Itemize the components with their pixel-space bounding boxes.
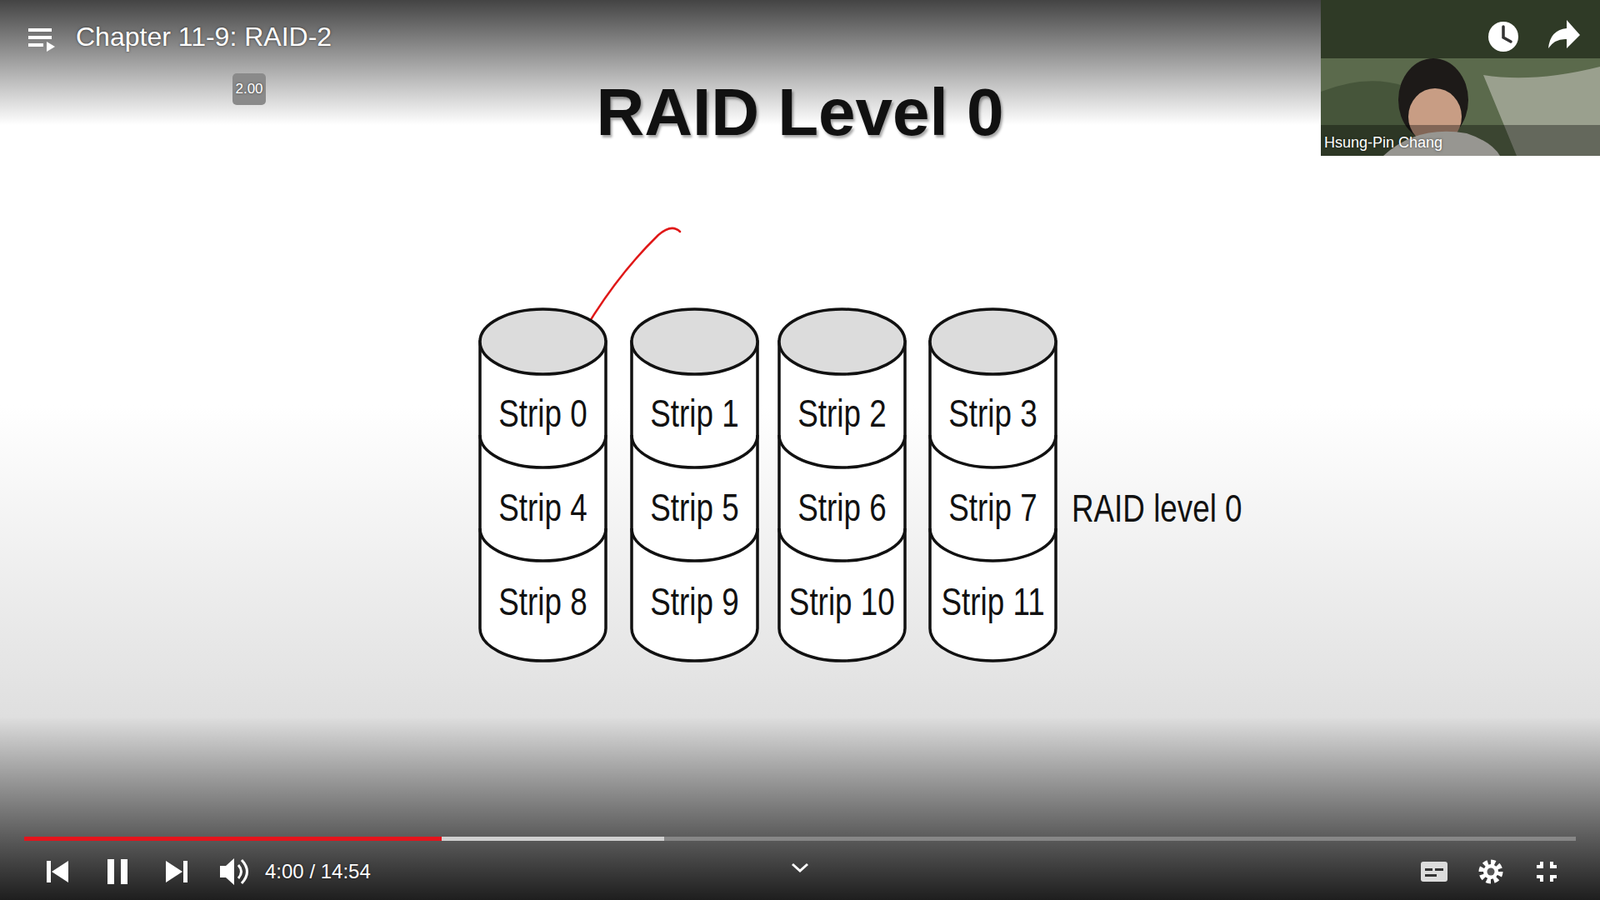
strip-label: Strip 9	[650, 579, 739, 625]
strip-seam	[930, 435, 1056, 468]
strip-label: Strip 8	[498, 579, 587, 625]
strip-label: Strip 10	[789, 579, 895, 625]
strip-cell: Strip 6	[779, 478, 905, 537]
disk-top	[779, 309, 905, 375]
strip-cell: Strip 10	[779, 572, 905, 631]
strip-seam	[480, 528, 606, 561]
disk-cylinder	[631, 309, 758, 661]
share-icon	[1548, 20, 1580, 49]
strip-label: Strip 11	[940, 579, 1045, 625]
strip-label: Strip 1	[650, 390, 739, 436]
progress-track	[24, 836, 1576, 841]
disk-top	[480, 309, 606, 375]
speed-badge	[232, 73, 266, 105]
strip-cell: Strip 2	[779, 384, 905, 443]
watch-later-icon	[1488, 21, 1519, 52]
disk-body	[631, 341, 758, 661]
disk-top	[930, 309, 1056, 375]
disk-body	[930, 341, 1056, 661]
strip-cell: Strip 5	[631, 478, 758, 537]
strip-cell: Strip 4	[480, 478, 606, 537]
disk-array	[480, 309, 1056, 661]
video-title: Chapter 11-9: RAID-2	[75, 21, 332, 53]
speed-badge-text: 2.00	[235, 80, 263, 98]
disk-cylinder	[930, 309, 1056, 661]
strip-label: Strip 6	[797, 485, 886, 530]
progress-buffer	[24, 836, 665, 841]
strip-cell: Strip 7	[930, 478, 1056, 537]
strip-label: Strip 7	[948, 485, 1037, 530]
strip-cell: Strip 9	[631, 572, 758, 631]
disk-top	[631, 309, 758, 375]
disk-cylinder	[480, 309, 606, 661]
playlist-icon	[28, 28, 55, 52]
disk-body	[779, 341, 905, 661]
strip-cell: Strip 8	[480, 572, 606, 631]
strip-cell: Strip 3	[930, 384, 1056, 443]
strip-label: Strip 3	[948, 390, 1037, 436]
player-controls	[46, 858, 1557, 885]
strip-cell: Strip 1	[631, 384, 758, 443]
disk-cylinder	[779, 309, 905, 661]
slide-title: RAID Level 0	[595, 74, 1004, 151]
strip-seam	[480, 435, 606, 468]
strip-label: Strip 0	[498, 390, 587, 436]
strip-label: Strip 5	[650, 485, 739, 530]
webcam-thumbnail	[1320, 0, 1600, 156]
strip-seam	[779, 528, 905, 561]
bottom-shade	[0, 716, 1600, 900]
strip-cell: Strip 11	[930, 572, 1056, 631]
strip-seam	[631, 435, 758, 468]
strip-seam	[631, 528, 758, 561]
strip-label: Strip 4	[498, 485, 587, 530]
strip-seam	[930, 528, 1056, 561]
disk-body	[480, 341, 606, 661]
strip-cell: Strip 0	[480, 384, 606, 443]
presenter-name: Hsung-Pin Chang	[1324, 134, 1443, 152]
strip-seam	[779, 435, 905, 468]
strip-label: Strip 2	[797, 390, 886, 436]
array-caption: RAID level 0	[1071, 485, 1243, 531]
progress-played	[24, 836, 442, 841]
time-display: 4:00 / 14:54	[265, 860, 371, 884]
